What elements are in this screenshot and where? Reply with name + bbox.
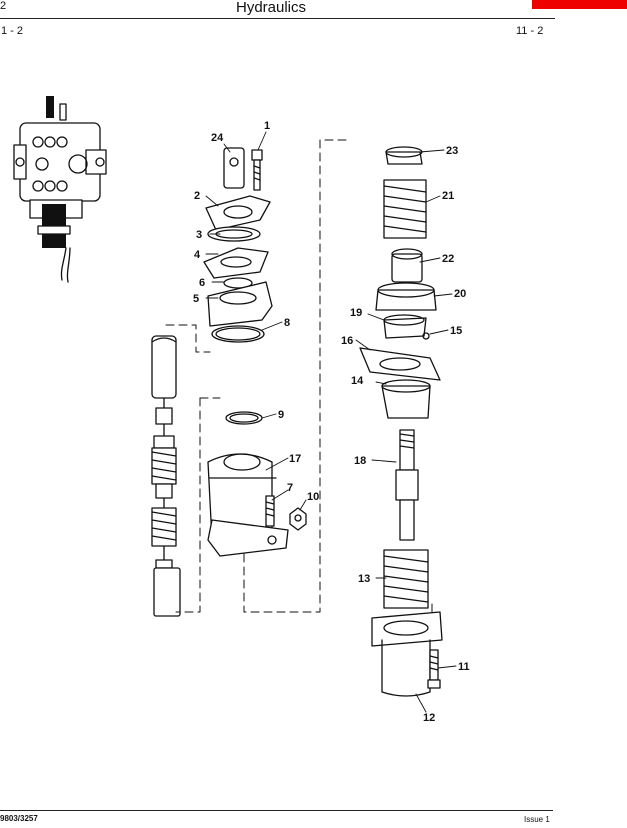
- header-rule: [0, 18, 555, 19]
- page-title: Hydraulics: [236, 0, 307, 16]
- callout-9: 9: [278, 409, 284, 421]
- valve-block-inset: [13, 96, 107, 283]
- footer-issue: Issue 1: [524, 815, 550, 824]
- callout-16: 16: [341, 335, 353, 347]
- callout-23: 23: [446, 145, 458, 157]
- callout-22: 22: [442, 253, 454, 265]
- callout-17: 17: [289, 453, 301, 465]
- leader-lines: [205, 131, 457, 713]
- header-chapter-mark-left: 2: [0, 0, 7, 12]
- callout-7: 7: [287, 482, 293, 494]
- section-number-right: 11 - 2: [516, 25, 544, 37]
- callout-15: 15: [450, 325, 462, 337]
- callout-labels: 1 24 2 3 4 6 5 8 9 17 7 10 23 21 22 20 1…: [193, 120, 470, 724]
- footer-doc-number: 9803/3257: [0, 814, 38, 823]
- callout-3: 3: [196, 229, 202, 241]
- flange-stack: [203, 147, 273, 343]
- callout-13: 13: [358, 573, 370, 585]
- housing-assembly: [207, 411, 307, 557]
- section-number-left: 1 - 2: [1, 25, 24, 37]
- footer-rule: [0, 810, 553, 811]
- callout-5: 5: [193, 293, 199, 305]
- callout-19: 19: [350, 307, 362, 319]
- callout-24: 24: [211, 132, 224, 144]
- callout-20: 20: [454, 288, 466, 300]
- right-valve-stack: [359, 146, 443, 697]
- callout-21: 21: [442, 190, 454, 202]
- callout-18: 18: [354, 455, 366, 467]
- spool-assembly: [151, 335, 181, 617]
- callout-10: 10: [307, 491, 319, 503]
- callout-4: 4: [194, 249, 201, 261]
- section-color-tab: [532, 0, 627, 9]
- callout-11: 11: [458, 661, 470, 673]
- callout-8: 8: [284, 317, 290, 329]
- callout-14: 14: [351, 375, 364, 387]
- callout-2: 2: [194, 190, 200, 202]
- callout-12: 12: [423, 712, 435, 724]
- callout-1: 1: [264, 120, 270, 132]
- callout-6: 6: [199, 277, 205, 289]
